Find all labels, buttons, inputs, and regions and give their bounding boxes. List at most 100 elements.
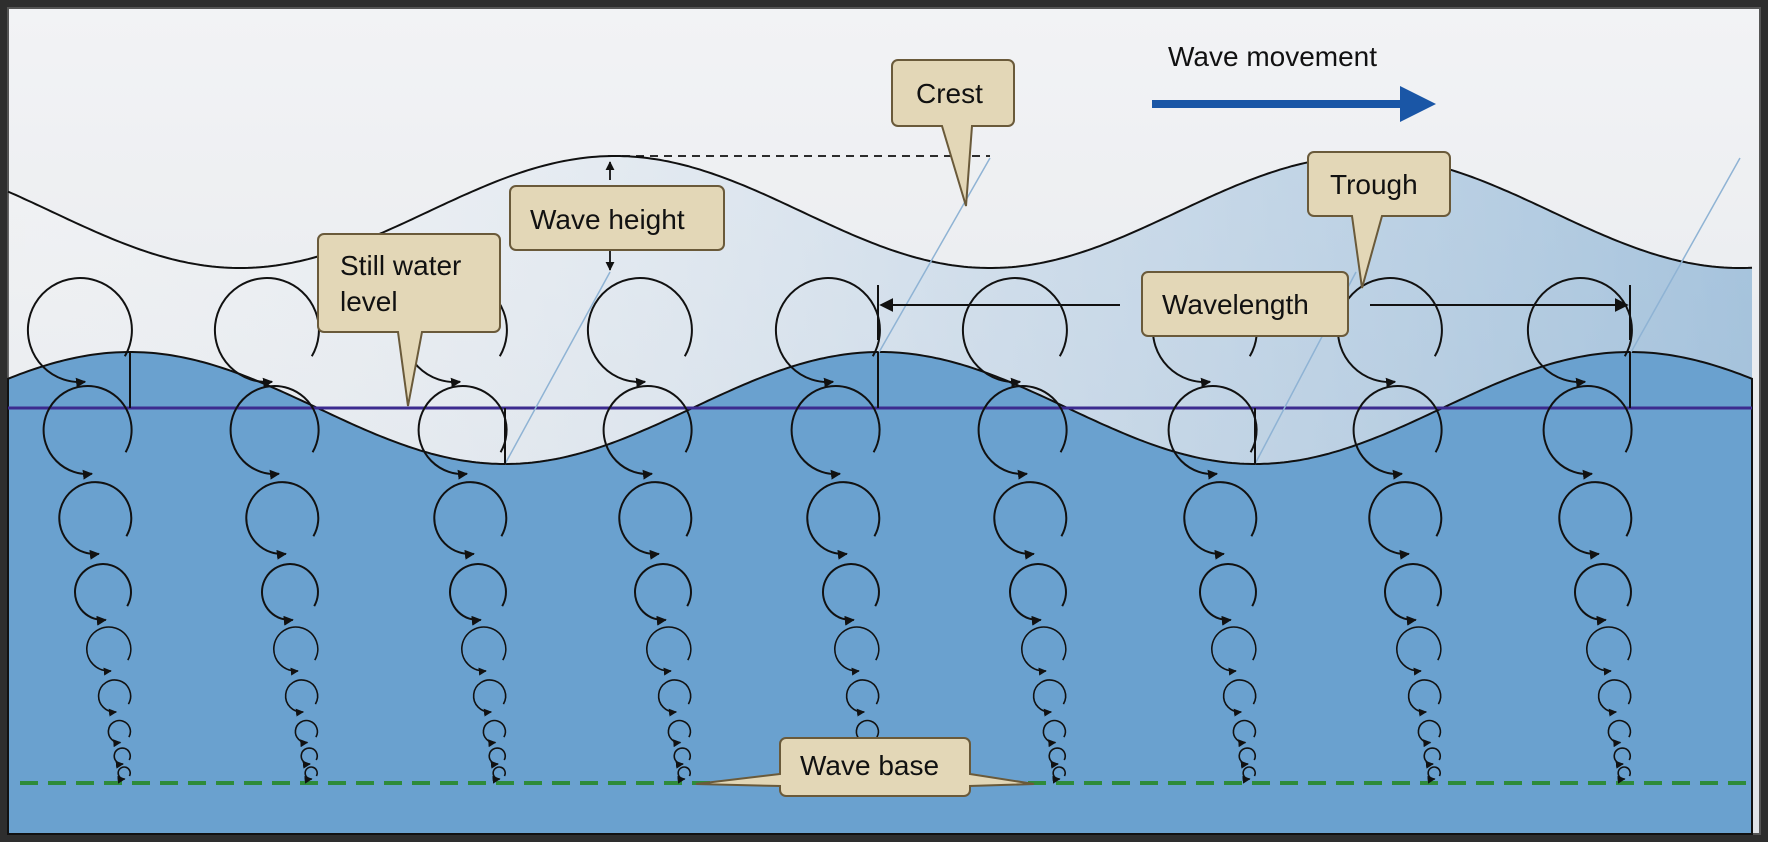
- orbital-arc: [845, 679, 880, 717]
- orbital-arc: [113, 747, 132, 769]
- orbital-arc: [790, 385, 881, 480]
- callout-box: [509, 185, 725, 251]
- orbital-arc: [677, 766, 691, 784]
- orbital-arc: [26, 277, 133, 388]
- orbital-arc: [1232, 719, 1257, 748]
- phase-line: [1629, 157, 1741, 355]
- orbital-arc: [1617, 766, 1631, 784]
- crest-label: Crest: [916, 78, 983, 109]
- orbital-arc: [482, 719, 507, 748]
- orbital-arc: [1607, 719, 1632, 748]
- orbital-arc: [86, 626, 132, 676]
- orbital-arc: [1407, 679, 1442, 717]
- orbital-arc: [213, 277, 320, 388]
- orbital-arc: [294, 719, 319, 748]
- trough-label: Trough: [1330, 169, 1418, 200]
- orbital-arc: [834, 626, 880, 676]
- wave-height-label: Wave height: [530, 204, 685, 235]
- orbital-arc: [58, 481, 133, 560]
- orbital-arc: [1586, 626, 1632, 676]
- callout-box: [317, 233, 501, 407]
- reference-lines: [129, 352, 1631, 464]
- ghost-wave-line: [7, 155, 1753, 269]
- orbital-arc: [1183, 481, 1258, 560]
- orbital-arc: [1052, 766, 1066, 784]
- still-water-label-line2: level: [340, 286, 398, 317]
- orbital-arc: [1597, 679, 1632, 717]
- orbital-arc: [977, 385, 1068, 480]
- orbital-arc: [1368, 481, 1443, 560]
- orbital-arc: [300, 747, 319, 769]
- orbital-arc: [602, 385, 693, 480]
- wavelength-dimension: [877, 285, 1631, 340]
- orbital-arc: [1417, 719, 1442, 748]
- orbital-arc: [646, 626, 692, 676]
- orbital-arc: [492, 766, 506, 784]
- crest-callout: Crest: [891, 59, 1015, 207]
- orbital-arc: [304, 766, 318, 784]
- orbital-arc: [1542, 385, 1633, 480]
- orbital-arc: [433, 481, 508, 560]
- wavelength-callout: Wavelength: [1141, 271, 1349, 337]
- wave-height-dimension: [605, 155, 990, 271]
- orbital-arc: [1396, 626, 1442, 676]
- orbital-arc: [1048, 747, 1067, 769]
- orbital-arc: [1042, 719, 1067, 748]
- orbital-arc: [273, 626, 319, 676]
- orbital-arc: [449, 563, 507, 626]
- orbital-arc: [1211, 626, 1257, 676]
- orbital-arc: [1009, 563, 1067, 626]
- phase-line: [877, 157, 991, 355]
- orbital-arc: [1574, 563, 1632, 626]
- phase-line: [504, 271, 611, 465]
- movement-arrow-head: [1400, 86, 1436, 122]
- orbital-arc: [618, 481, 693, 560]
- still-water-callout: Still water level: [317, 233, 501, 407]
- callout-box: [695, 737, 1035, 797]
- orbital-arc: [42, 385, 133, 480]
- orbital-arc: [961, 277, 1068, 388]
- orbital-arc: [993, 481, 1068, 560]
- orbital-arc: [97, 679, 132, 717]
- trough-callout: Trough: [1307, 151, 1451, 289]
- orbital-arc: [586, 277, 693, 388]
- orbital-arc: [1242, 766, 1256, 784]
- orbital-arc: [1032, 679, 1067, 717]
- orbital-arc: [461, 626, 507, 676]
- orbital-arc: [657, 679, 692, 717]
- orbital-arc: [1423, 747, 1442, 769]
- still-water-label-line1: Still water: [340, 250, 461, 281]
- orbital-arc: [1238, 747, 1257, 769]
- orbital-arc: [822, 563, 880, 626]
- orbital-arc: [74, 563, 132, 626]
- orbital-arc: [634, 563, 692, 626]
- callout-box: [1141, 271, 1349, 337]
- orbital-arc: [1384, 563, 1442, 626]
- orbital-arc: [229, 385, 320, 480]
- wave-base-label: Wave base: [800, 750, 939, 781]
- wavelength-label: Wavelength: [1162, 289, 1309, 320]
- callout-box: [891, 59, 1015, 207]
- orbital-arc: [488, 747, 507, 769]
- orbital-arc: [1427, 766, 1441, 784]
- orbital-arc: [667, 719, 692, 748]
- orbital-arc: [1558, 481, 1633, 560]
- orbital-arc: [1352, 385, 1443, 480]
- orbital-arc: [284, 679, 319, 717]
- callout-box: [1307, 151, 1451, 289]
- orbital-arc: [107, 719, 132, 748]
- wave-height-callout: Wave height: [509, 185, 725, 251]
- orbital-arc: [261, 563, 319, 626]
- orbital-arc: [673, 747, 692, 769]
- wave-base-callout: Wave base: [695, 737, 1035, 797]
- orbital-arc: [1222, 679, 1257, 717]
- orbital-arc: [117, 766, 131, 784]
- orbital-arc: [1021, 626, 1067, 676]
- orbital-arc: [245, 481, 320, 560]
- orbital-arc: [1613, 747, 1632, 769]
- wave-movement-arrow: [1152, 86, 1436, 122]
- orbital-arc: [806, 481, 881, 560]
- orbital-arc: [472, 679, 507, 717]
- orbital-arc: [1199, 563, 1257, 626]
